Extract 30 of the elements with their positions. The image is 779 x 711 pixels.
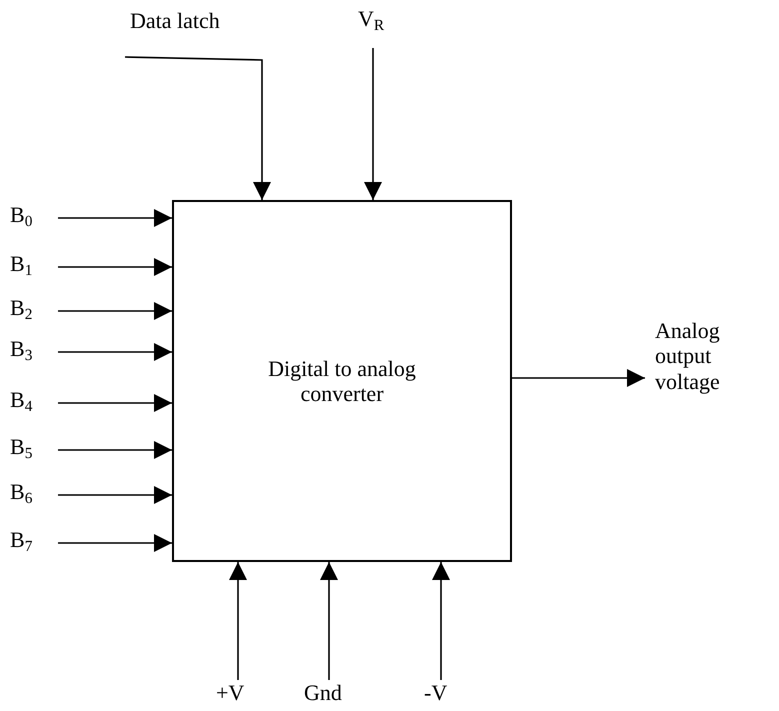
signal-label: B$_{6}$ xyxy=(10,479,34,504)
arrow xyxy=(58,209,172,227)
block-label: Digital to analog converter xyxy=(267,356,417,406)
signal-label: B$_{2}$ xyxy=(10,295,34,320)
signal-label: Gnd xyxy=(304,680,343,706)
converter-block xyxy=(172,200,512,562)
arrow xyxy=(58,534,172,552)
signal-label: Analog output voltage xyxy=(655,318,721,394)
signal-label: B$_{7}$ xyxy=(10,527,34,552)
arrow xyxy=(58,441,172,459)
signal-label: B$_{5}$ xyxy=(10,434,34,460)
arrow xyxy=(364,48,382,200)
signal-label: Data latch xyxy=(130,8,221,34)
arrow xyxy=(320,562,338,680)
arrow xyxy=(432,562,450,680)
arrow xyxy=(58,486,172,504)
signal-label: B$_{1}$ xyxy=(10,251,34,276)
arrow xyxy=(58,302,172,320)
arrow xyxy=(512,369,645,387)
arrow xyxy=(58,394,172,412)
signal-label: B$_{3}$ xyxy=(10,336,34,362)
signal-label: B$_{4}$ xyxy=(10,387,34,412)
arrow xyxy=(58,343,172,361)
signal-label: V$_{R}$ xyxy=(358,6,386,32)
arrow xyxy=(58,258,172,276)
arrow xyxy=(124,56,271,200)
arrow xyxy=(229,562,247,680)
signal-label: +V xyxy=(216,680,246,706)
signal-label: B$_{0}$ xyxy=(10,202,34,228)
signal-label: -V xyxy=(424,680,448,706)
